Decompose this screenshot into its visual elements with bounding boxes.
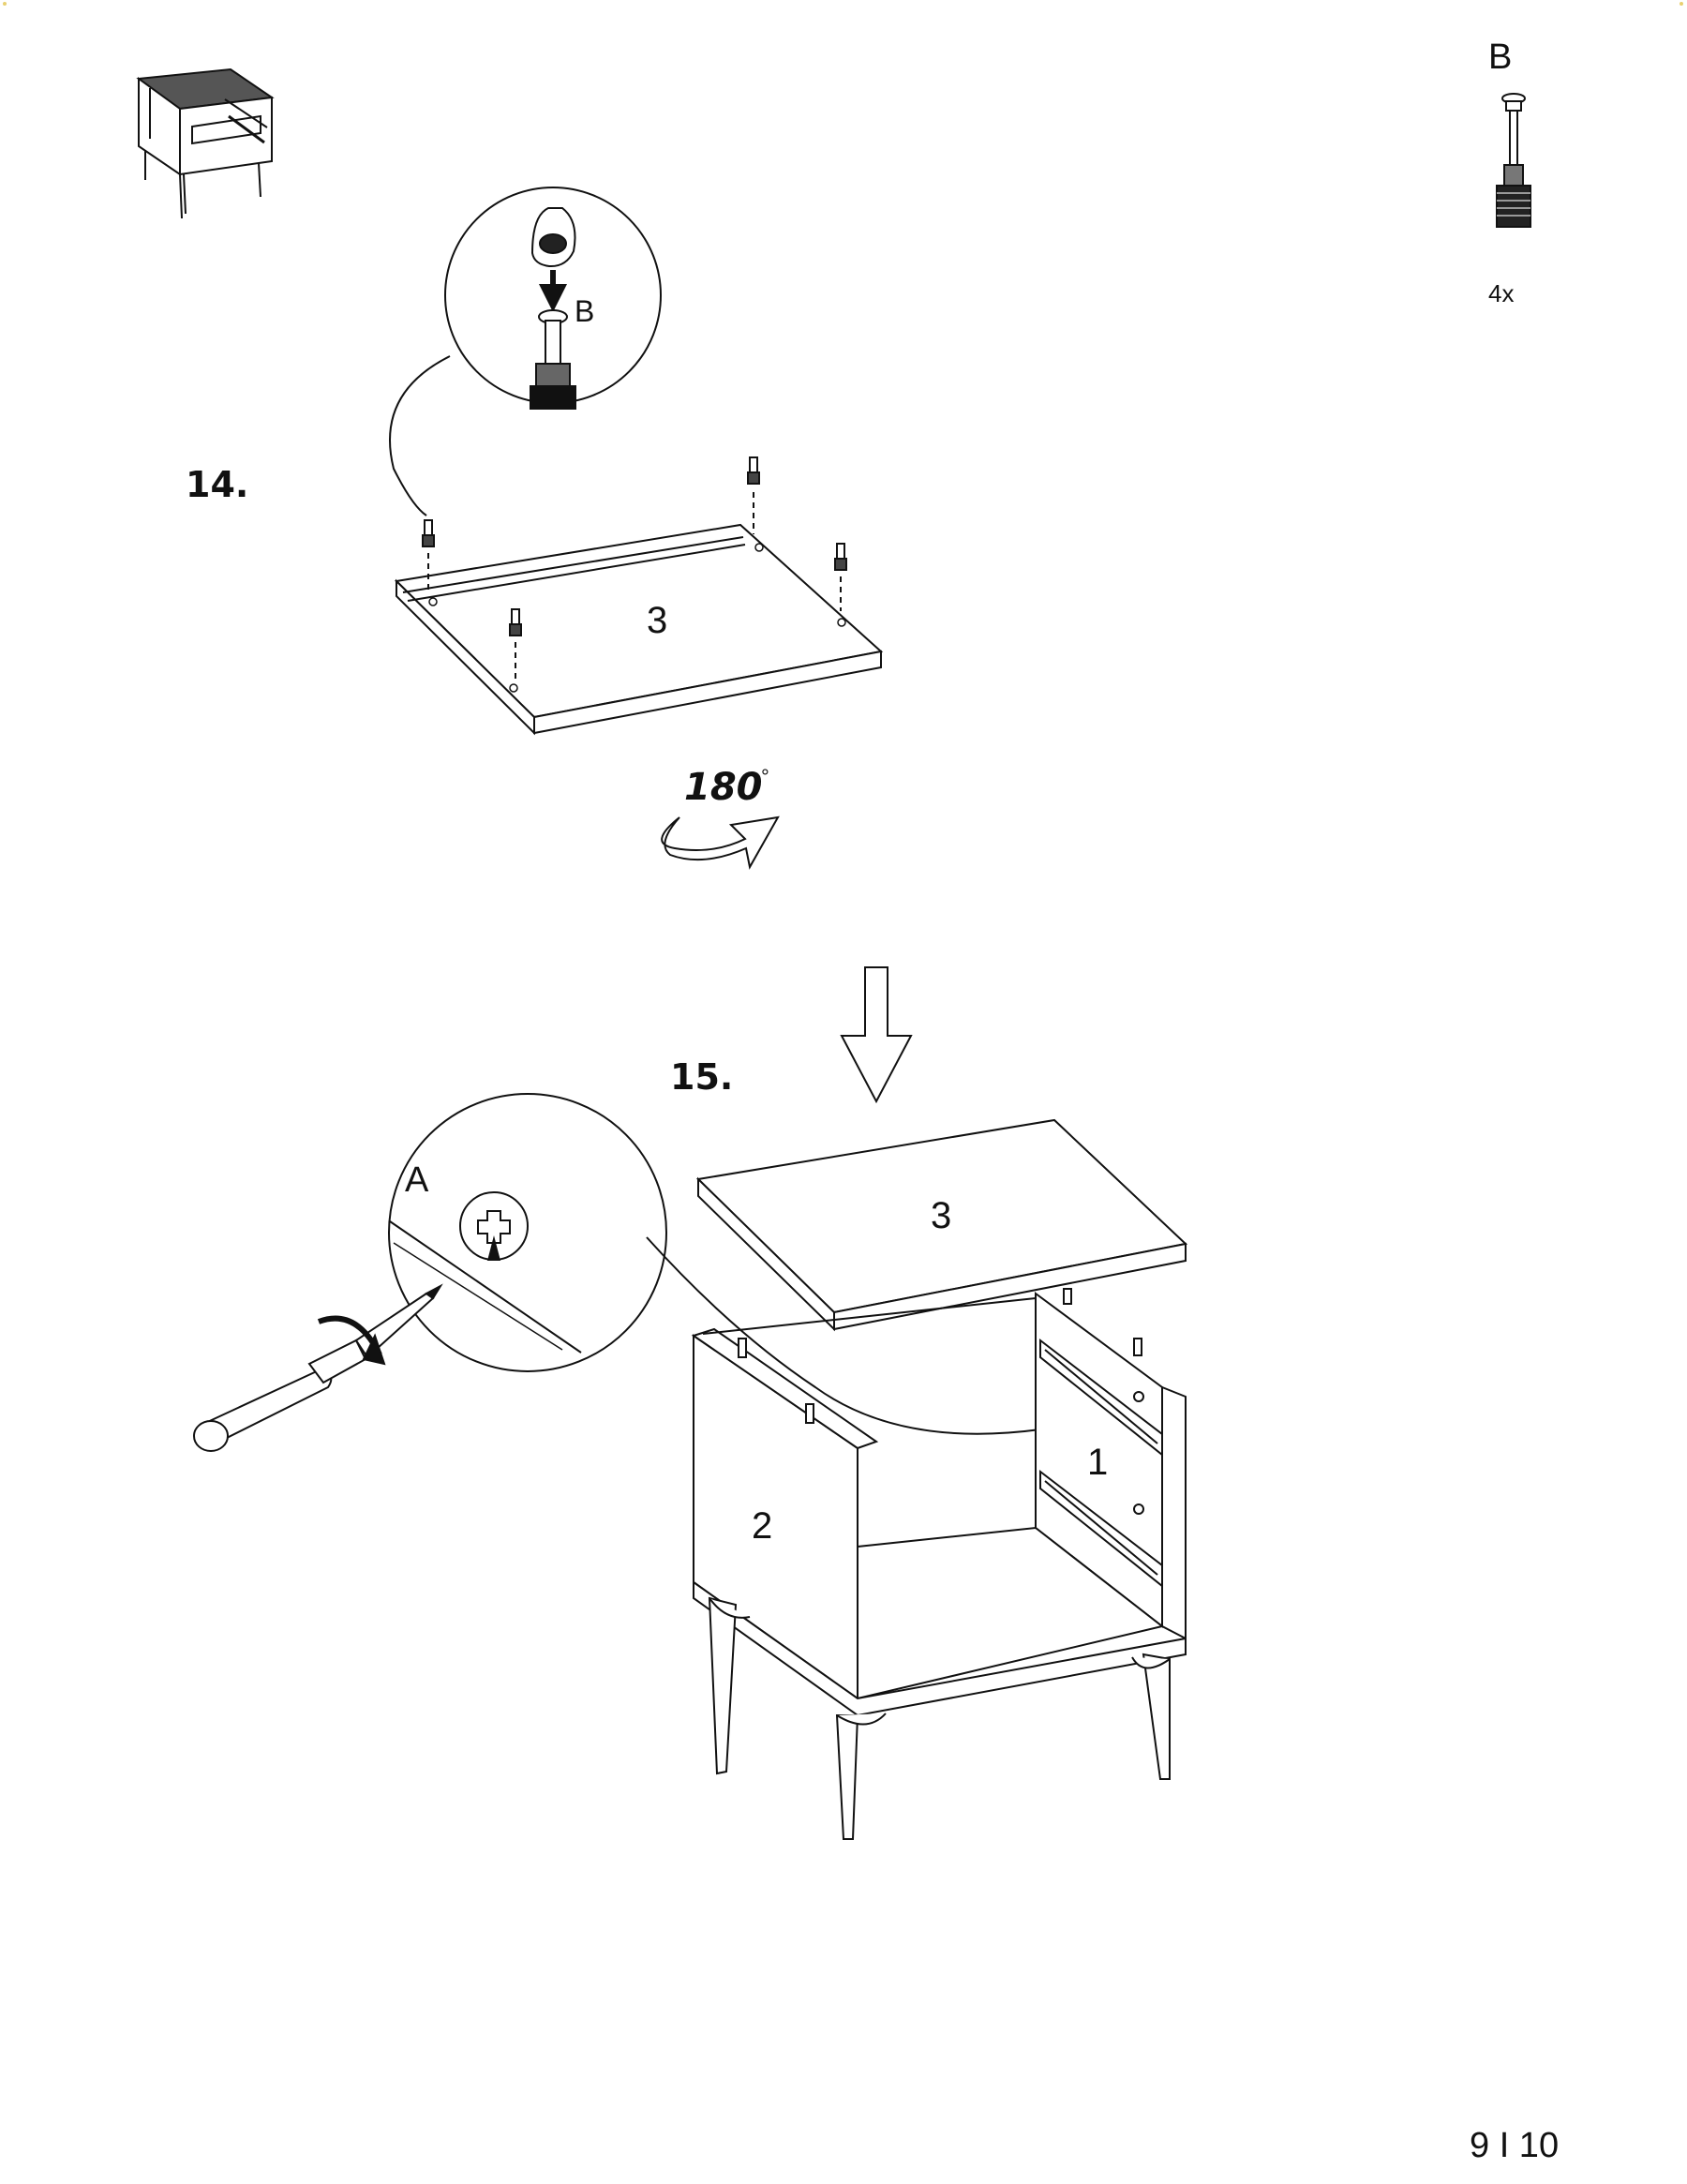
connector-b-placement: [422, 456, 847, 679]
step-15-zoom-label: A: [405, 1160, 429, 1200]
top-panel-3: [695, 1118, 1188, 1332]
step-14-board-label: 3: [647, 600, 668, 641]
step-14-zoom-label: B: [575, 294, 595, 328]
connector-b-icon: [1496, 93, 1531, 228]
drawer-rails: [1039, 1338, 1163, 1589]
top-panel-label: 3: [931, 1195, 952, 1236]
leader-line: [389, 355, 451, 516]
step-15-number: 15.: [670, 1056, 734, 1098]
cabinet-legs: [708, 1596, 1171, 1840]
corner-mark: [3, 2, 7, 6]
screwdriver-icon: [193, 1283, 443, 1452]
step-14-number: 14.: [186, 464, 249, 505]
side-panel-right-label: 1: [1087, 1442, 1109, 1483]
parts-box-quantity: 4x: [1488, 279, 1515, 307]
degree-symbol: °: [761, 765, 769, 788]
connector-b-detail-icon: [530, 309, 576, 410]
board-panel-3: [394, 523, 884, 736]
corner-mark: [1680, 2, 1683, 6]
rotation-angle: 180: [684, 766, 763, 809]
finger-press-icon: [530, 207, 576, 268]
page-number: 9 I 10: [1470, 2126, 1560, 2165]
product-thumbnail-icon: [136, 67, 275, 219]
detail-zoom-circle-a: [388, 1093, 667, 1372]
side-panel-left-label: 2: [752, 1505, 773, 1547]
parts-box-part-label: B: [1488, 37, 1513, 77]
rotate-180-arrow-icon: [661, 815, 780, 870]
board-holes: [428, 543, 846, 693]
place-down-arrow-icon: [840, 966, 913, 1104]
